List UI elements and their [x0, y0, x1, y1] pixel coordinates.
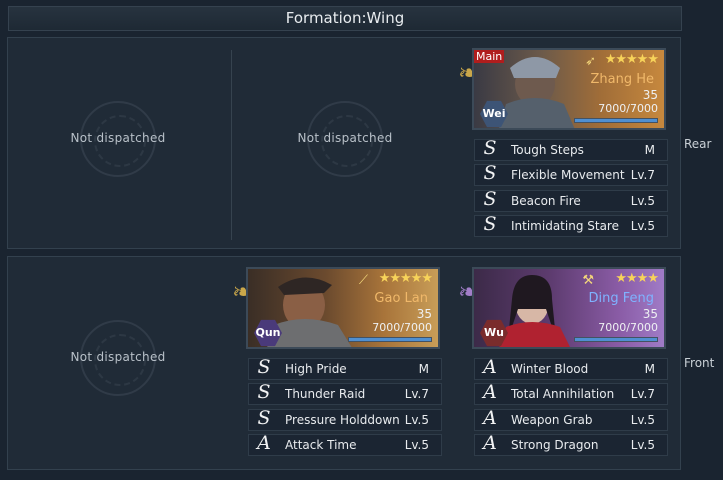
- skill-row[interactable]: S Thunder Raid Lv.7: [248, 381, 442, 406]
- hero-card-zhang-he[interactable]: Main ➶ ★★★★★ Zhang He 35 7000/7000 Wei: [472, 48, 666, 130]
- skill-level: M: [418, 362, 429, 376]
- front-row: Not dispatched ❧ ⟋ ★★★★★ Gao Lan 35 7000…: [7, 256, 714, 470]
- bow-icon: ➶: [585, 54, 596, 69]
- empty-slot-rear-1[interactable]: Not dispatched: [8, 78, 228, 198]
- skill-row[interactable]: A Total Annihilation Lv.7: [474, 381, 668, 406]
- rank-ribbon-icon: ❧: [458, 278, 479, 306]
- skill-level: Lv.5: [630, 412, 655, 427]
- skill-name: Total Annihilation: [511, 387, 615, 402]
- skill-grade: A: [483, 406, 497, 429]
- troop-bar-fill: [349, 338, 431, 341]
- skill-row[interactable]: S Flexible Movement Lv.7: [474, 162, 668, 187]
- skill-level: Lv.5: [404, 412, 429, 427]
- troop-count: 7000/7000: [598, 102, 658, 115]
- skill-level: M: [644, 143, 655, 157]
- skill-grade: S: [257, 356, 271, 378]
- skill-name: Intimidating Stare: [511, 218, 619, 233]
- row-label-rear: Rear: [684, 137, 712, 151]
- empty-slot-label: Not dispatched: [70, 350, 166, 364]
- hero-name: Ding Feng: [588, 291, 654, 306]
- skill-level: Lv.5: [404, 437, 429, 452]
- warrior-silhouette: [267, 277, 352, 347]
- hero-level: 35: [642, 307, 658, 321]
- skill-name: High Pride: [285, 362, 347, 376]
- troop-bar: [574, 118, 658, 123]
- skill-name: Beacon Fire: [511, 193, 581, 208]
- emblem-icon: [80, 320, 156, 396]
- skill-row[interactable]: S High Pride M: [248, 356, 442, 380]
- empty-slot-rear-2[interactable]: Not dispatched: [235, 78, 455, 198]
- empty-slot-label: Not dispatched: [297, 131, 393, 145]
- star-rating: ★★★★★: [378, 271, 433, 286]
- hero-name: Gao Lan: [374, 291, 428, 306]
- troop-bar: [574, 337, 658, 342]
- skill-grade: S: [483, 162, 497, 185]
- spear-icon: ⟋: [358, 273, 368, 288]
- skill-row[interactable]: S Tough Steps M: [474, 137, 668, 161]
- skill-grade: A: [483, 356, 497, 378]
- skill-grade: S: [483, 137, 497, 159]
- skill-grade: S: [483, 187, 497, 210]
- hero-card-ding-feng[interactable]: ⚒ ★★★★ Ding Feng 35 7000/7000 Wu: [472, 267, 666, 349]
- skill-level: Lv.5: [630, 218, 655, 233]
- troop-count: 7000/7000: [372, 321, 432, 334]
- skill-row[interactable]: A Weapon Grab Lv.5: [474, 406, 668, 431]
- hero-name: Zhang He: [590, 72, 654, 87]
- skill-row[interactable]: S Beacon Fire Lv.5: [474, 187, 668, 212]
- skill-level: Lv.5: [630, 437, 655, 452]
- skill-grade: S: [257, 406, 271, 429]
- warrior-silhouette: [499, 57, 575, 128]
- main-tag: Main: [474, 50, 505, 63]
- skill-level: Lv.5: [630, 193, 655, 208]
- row-label-front: Front: [684, 356, 715, 370]
- empty-slot-label: Not dispatched: [70, 131, 166, 145]
- rank-ribbon-icon: ❧: [232, 278, 253, 306]
- skill-grade: A: [483, 381, 497, 404]
- star-rating: ★★★★★: [604, 52, 659, 67]
- emblem-icon: [80, 101, 156, 177]
- hero-card-gao-lan[interactable]: ⟋ ★★★★★ Gao Lan 35 7000/7000 Qun: [246, 267, 440, 349]
- troop-bar-fill: [575, 338, 657, 341]
- skill-name: Flexible Movement: [511, 168, 625, 183]
- skill-row[interactable]: A Attack Time Lv.5: [248, 431, 442, 456]
- skill-grade: A: [257, 431, 271, 454]
- emblem-icon: [307, 101, 383, 177]
- troop-bar-fill: [575, 119, 657, 122]
- skill-level: Lv.7: [630, 168, 655, 183]
- warrior-silhouette: [499, 275, 570, 347]
- troop-bar: [348, 337, 432, 342]
- skill-name: Tough Steps: [511, 143, 584, 157]
- axe-icon: ⚒: [582, 273, 594, 288]
- skill-grade: A: [483, 431, 497, 454]
- rear-row: Not dispatched Not dispatched ❧ Main ➶ ★…: [7, 37, 711, 249]
- skill-row[interactable]: S Pressure Holddown Lv.5: [248, 406, 442, 431]
- skill-name: Attack Time: [285, 437, 357, 452]
- skill-row[interactable]: S Intimidating Stare Lv.5: [474, 212, 668, 237]
- slot-divider: [231, 50, 232, 240]
- skill-name: Thunder Raid: [285, 387, 366, 402]
- hero-level: 35: [416, 307, 432, 321]
- rank-ribbon-icon: ❧: [458, 59, 479, 87]
- hero-level: 35: [642, 88, 658, 102]
- star-rating: ★★★★: [615, 271, 659, 286]
- formation-title: Formation:Wing: [8, 6, 682, 31]
- skill-name: Pressure Holddown: [285, 412, 400, 427]
- hero-portrait: [474, 269, 664, 347]
- skill-level: M: [644, 362, 655, 376]
- skill-grade: S: [257, 381, 271, 404]
- skill-grade: S: [483, 212, 497, 235]
- troop-count: 7000/7000: [598, 321, 658, 334]
- skill-level: Lv.7: [404, 387, 429, 402]
- skill-level: Lv.7: [630, 387, 655, 402]
- skill-row[interactable]: A Strong Dragon Lv.5: [474, 431, 668, 456]
- skill-name: Strong Dragon: [511, 437, 599, 452]
- skill-name: Weapon Grab: [511, 412, 593, 427]
- skill-row[interactable]: A Winter Blood M: [474, 356, 668, 380]
- empty-slot-front-1[interactable]: Not dispatched: [8, 297, 228, 417]
- skill-name: Winter Blood: [511, 362, 589, 376]
